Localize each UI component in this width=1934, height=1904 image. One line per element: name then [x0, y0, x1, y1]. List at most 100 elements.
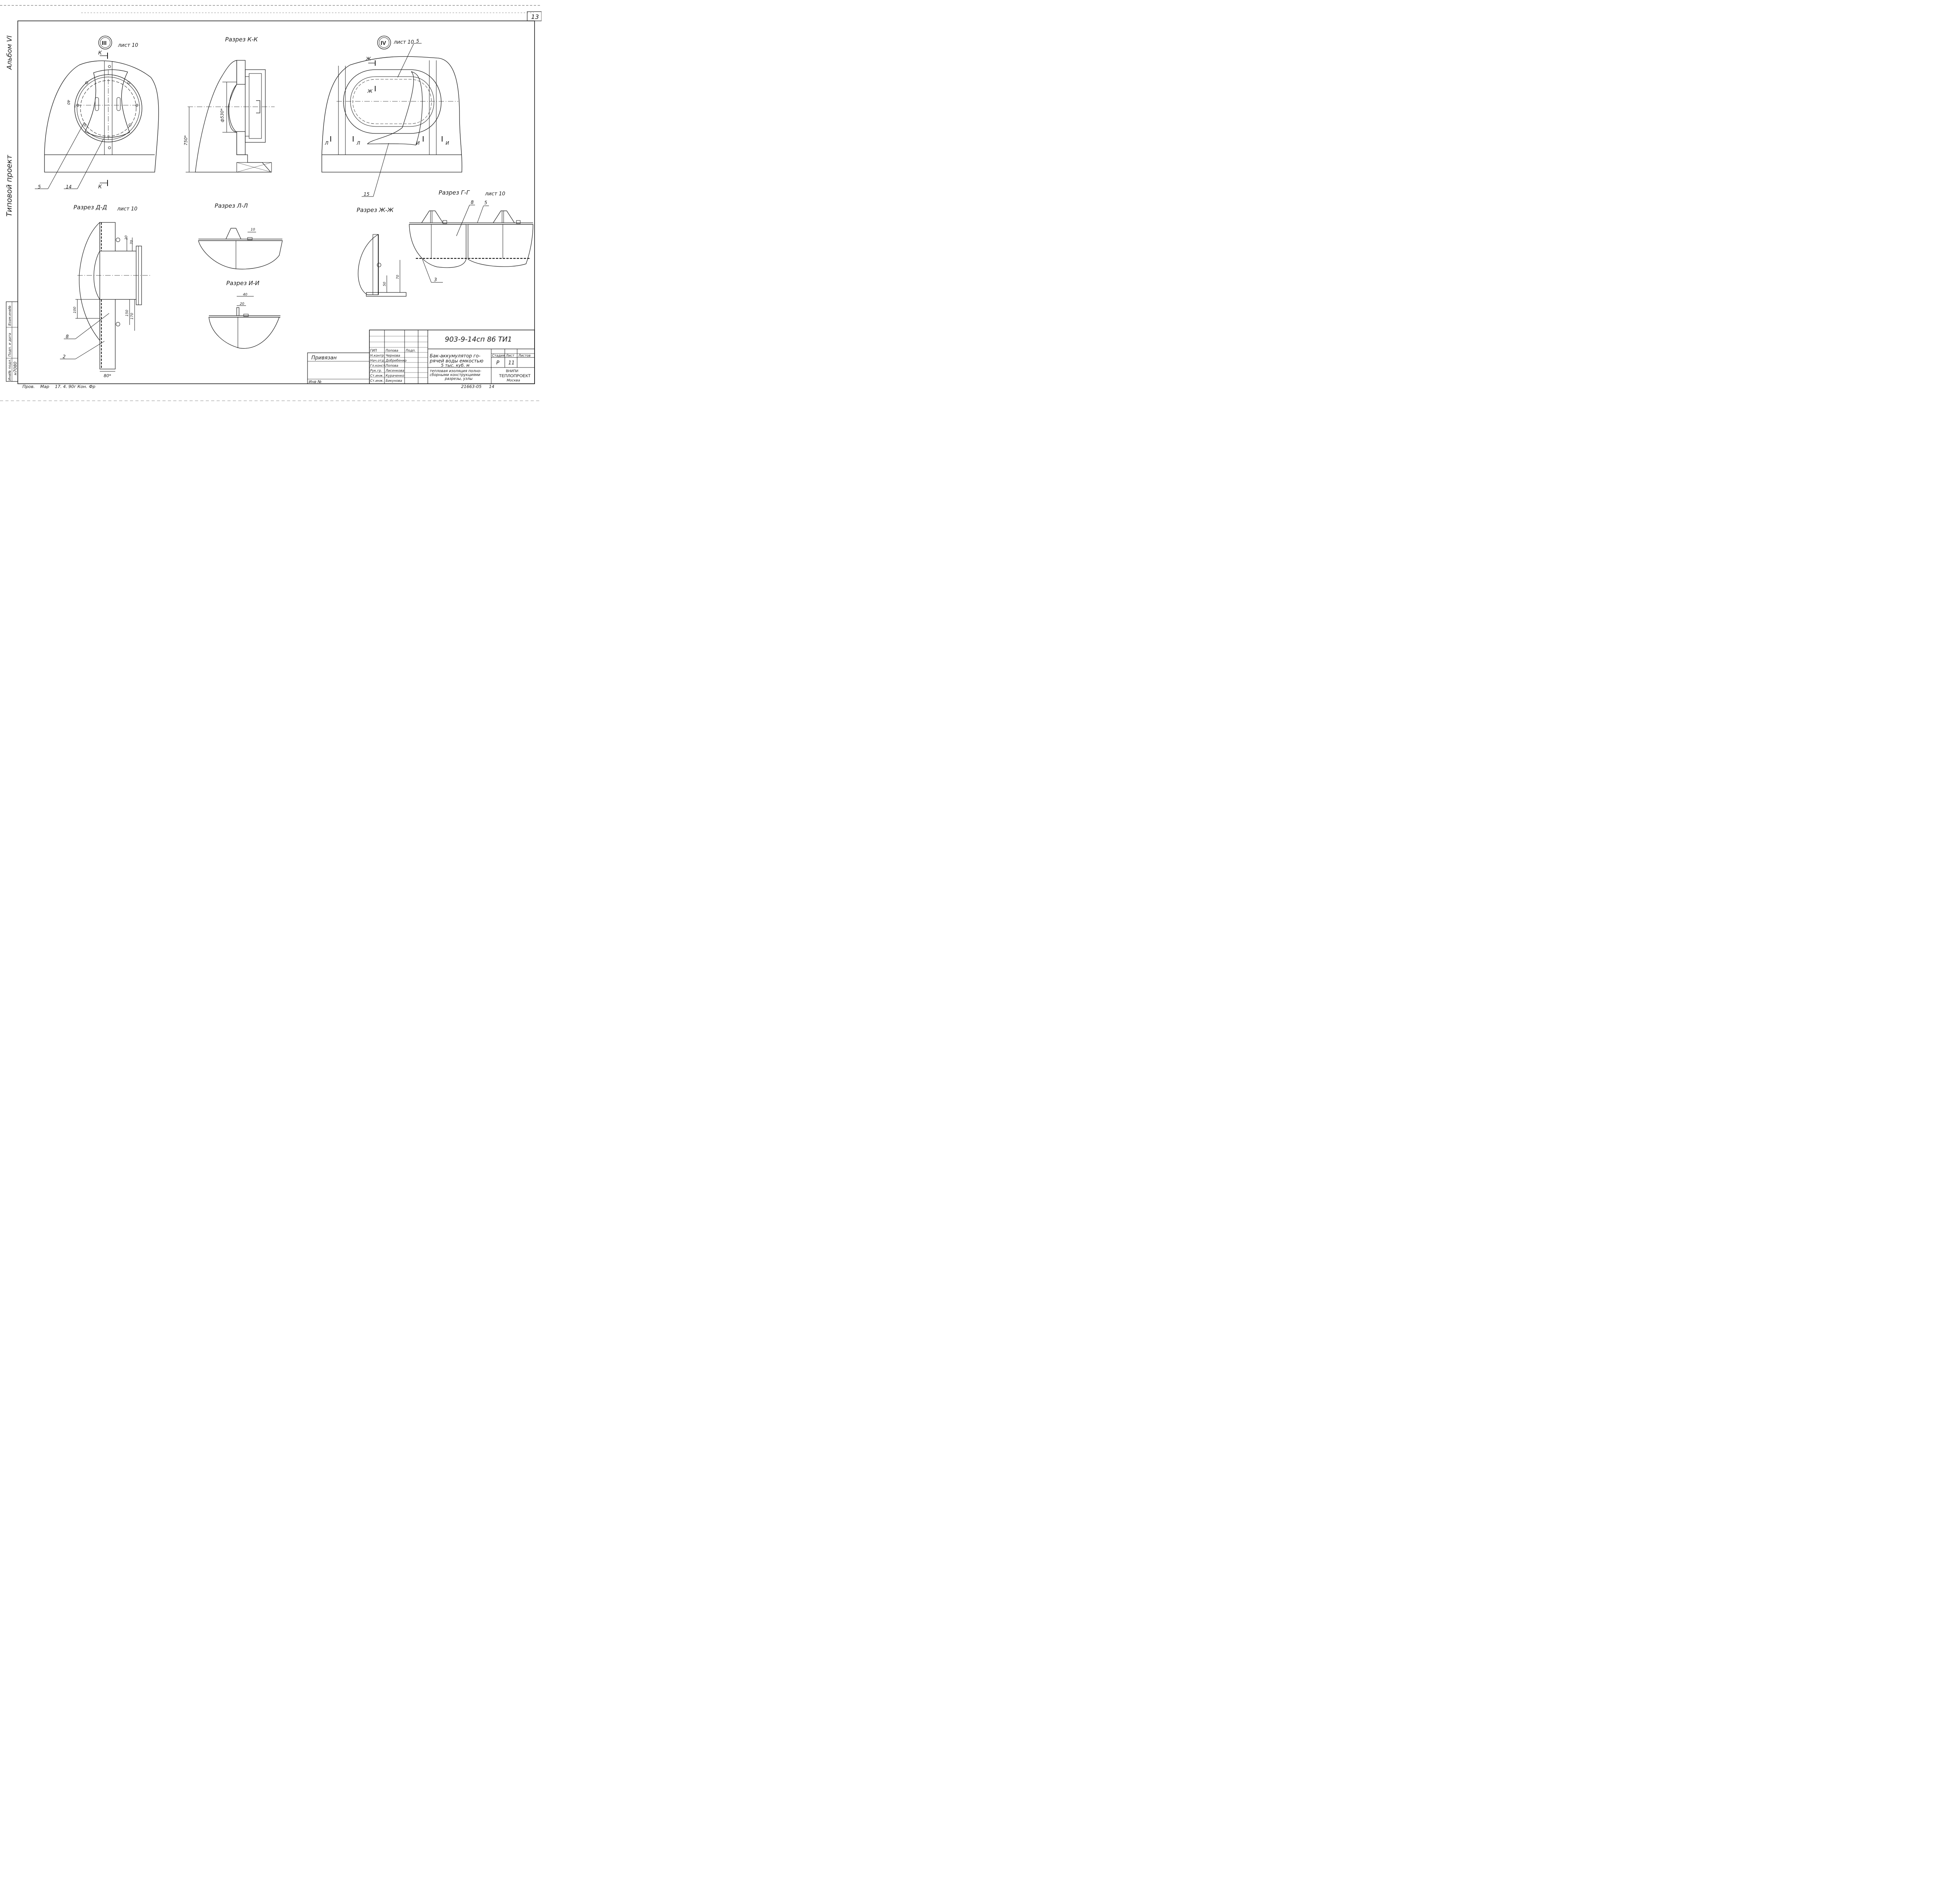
- stamp-podp-header: Подп.: [406, 349, 416, 353]
- section-gg: Разрез Г-Г лист 10 8 5 3: [409, 189, 533, 283]
- inv-podl-label: Инв№ подл.: [8, 359, 12, 381]
- stamp-role-4: Рук.гр.: [370, 369, 382, 373]
- title-block: Привязан Инв № 903-9-14сп 86 ТИ1 ГИП Н.к…: [307, 330, 535, 384]
- stamp-name-6: Бикунова: [386, 379, 402, 383]
- stamp-privyazan: Привязан: [311, 355, 337, 361]
- ii-dim-40: 40: [243, 293, 248, 297]
- section-zhzh: Разрез Ж-Ж 50 70: [357, 207, 407, 297]
- stamp-org-1: ВНИПИ: [506, 369, 518, 373]
- stamp-name-0: Попова: [386, 349, 398, 353]
- section-dd: Разрез Д-Д лист 10 20 70 100 150 170 80*…: [60, 204, 151, 378]
- dd-dim-100: 100: [73, 307, 77, 313]
- stamp-sheets-header: Листов: [518, 354, 531, 358]
- section-ii: Разрез И-И 40 20: [208, 280, 280, 349]
- podp-data-label: Подп. и дата: [8, 333, 12, 357]
- stamp-role-0: ГИП: [370, 349, 377, 353]
- stamp-name-3: Попова: [386, 364, 398, 368]
- node-4-cut-zh-top: Ж: [366, 56, 371, 62]
- callout-8-b: 8: [471, 200, 474, 205]
- footer-signature: Мар: [40, 384, 49, 389]
- kk-dim-diam: ф530*: [220, 108, 225, 122]
- node-3-mark: III: [102, 40, 107, 46]
- footer-prov: Пров.: [22, 384, 35, 389]
- ll-dim-10: 10: [251, 228, 255, 232]
- stamp-sub-1: тепловая изоляция полно-: [430, 369, 482, 373]
- stamp-org-2: ТЕПЛОПРОЕКТ: [499, 374, 531, 378]
- zhzh-dim-70: 70: [396, 275, 400, 279]
- section-gg-ref: лист 10: [485, 191, 505, 197]
- stamp-stage-header: Стадия: [492, 354, 505, 358]
- dd-dim-80: 80*: [104, 373, 111, 378]
- callout-3: 3: [434, 277, 437, 282]
- callout-5-b: 5: [416, 38, 419, 44]
- node-4-view: IV лист 10 5 Ж Ж Л Л И И 15: [321, 36, 462, 197]
- node-3-cut-top: К: [98, 50, 102, 56]
- node-4-cut-i-left: И: [416, 140, 420, 146]
- callout-14: 14: [66, 184, 72, 190]
- node-4-cut-i-right: И: [446, 140, 449, 146]
- inv-value: н7080: [13, 362, 18, 375]
- stamp-title-2: рячей воды емкостью: [429, 358, 483, 364]
- callout-5-a: 5: [38, 184, 41, 190]
- node-3-view: III лист 10 К 40 К: [35, 36, 159, 190]
- callout-8-a: 8: [66, 334, 69, 339]
- stamp-name-2: Добребенко: [385, 359, 407, 363]
- stamp-sub-2: сборными конструкциями: [430, 373, 480, 377]
- callout-5-c: 5: [484, 200, 487, 205]
- callout-2: 2: [63, 354, 66, 359]
- footer-tail: Фр: [89, 384, 95, 389]
- section-zhzh-title: Разрез Ж-Ж: [357, 207, 394, 214]
- stamp-role-2: Нач.отд.: [370, 359, 385, 363]
- side-album-label: Альбом VI: [6, 36, 14, 70]
- dd-dim-150: 150: [125, 310, 129, 316]
- stamp-sub-3: разрезы, узлы: [444, 377, 473, 381]
- node-3-ref: лист 10: [118, 43, 138, 48]
- section-kk-title: Разрез К-К: [225, 36, 258, 43]
- callout-15: 15: [364, 191, 369, 197]
- left-stamp-strip: Взам.инв№ Подп. и дата Инв№ подл. н7080: [6, 301, 18, 382]
- node-4-ref: лист 10: [393, 39, 414, 45]
- zhzh-dim-50: 50: [383, 282, 387, 286]
- stamp-title-3: 5 тыс. куб. м: [441, 363, 470, 368]
- stamp-name-4: Лисенкова: [385, 369, 404, 373]
- side-project-label: Типовой проект: [5, 155, 14, 217]
- page-number-box: [527, 11, 542, 21]
- node-3-cut-bottom: К: [98, 184, 102, 190]
- node-3-dim-40: 40: [66, 100, 70, 105]
- node-4-cut-l-left: Л: [325, 140, 328, 146]
- stamp-sheet-no: 11: [508, 360, 515, 366]
- node-4-cut-zh-bottom: Ж: [367, 89, 373, 94]
- stamp-role-6: Ст.инж.: [370, 379, 384, 383]
- section-ii-title: Разрез И-И: [226, 280, 260, 287]
- stamp-sheet-header: Лист: [506, 354, 515, 358]
- section-ll: Разрез Л-Л 10: [198, 202, 283, 270]
- dd-dim-20: 20: [125, 235, 128, 240]
- order-sheet: 14: [489, 384, 494, 389]
- stamp-role-3: Гл.конст.: [370, 364, 386, 368]
- section-kk: Разрез К-К ф530* 750*: [183, 36, 275, 173]
- drawing-sheet: 13 Альбом VI Типовой проект Взам.инв№ По…: [0, 5, 542, 401]
- stamp-role-5: Ст.инж.: [370, 374, 384, 378]
- node-4-cut-l-right: Л: [356, 140, 360, 146]
- page-number: 13: [531, 13, 539, 21]
- stamp-role-1: Н.контр: [370, 354, 384, 358]
- stamp-name-5: Кураченко: [386, 374, 404, 378]
- footer-date: 17. 4. 90г Кон.: [55, 384, 87, 389]
- order-number: 21663-05: [461, 384, 482, 389]
- node-4-mark: IV: [381, 40, 386, 46]
- vzam-inv-label: Взам.инв№: [8, 305, 12, 326]
- ii-dim-20: 20: [240, 302, 244, 306]
- stamp-name-1: Чернова: [386, 354, 400, 358]
- stamp-stage: Р: [496, 360, 499, 366]
- dd-dim-170: 170: [130, 313, 134, 320]
- outer-frame: [17, 21, 535, 384]
- section-dd-title: Разрез Д-Д: [73, 204, 107, 211]
- section-dd-ref: лист 10: [117, 206, 137, 212]
- stamp-org-3: Москва: [507, 379, 520, 383]
- stamp-title-1: Бак-аккумулятор го-: [430, 353, 480, 359]
- stamp-code: 903-9-14сп 86 ТИ1: [445, 335, 512, 344]
- section-ll-title: Разрез Л-Л: [215, 202, 248, 209]
- dd-dim-70: 70: [130, 240, 134, 244]
- section-gg-title: Разрез Г-Г: [439, 189, 470, 196]
- stamp-inv-no: Инв №: [309, 380, 322, 384]
